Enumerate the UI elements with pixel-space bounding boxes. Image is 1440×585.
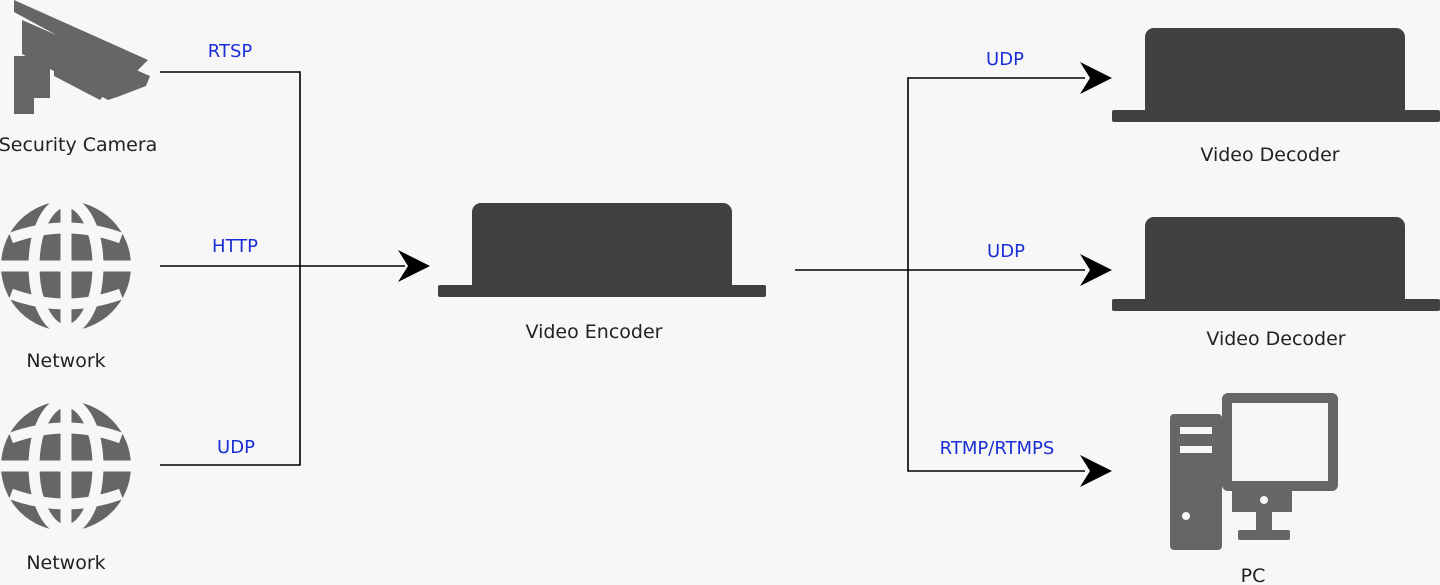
decoder-label-1: Video Decoder — [1200, 144, 1339, 166]
input-connectors — [160, 71, 405, 466]
decoder-label-2: Video Decoder — [1206, 328, 1345, 350]
arrow-head-icon — [1080, 62, 1112, 94]
video-encoder-box-icon — [438, 203, 766, 297]
arrow-head-icon — [1080, 254, 1112, 286]
desktop-pc-icon — [1170, 393, 1338, 550]
globe-icon — [0, 196, 132, 336]
arrow-head-icon — [1080, 455, 1112, 487]
pc-label: PC — [1241, 565, 1266, 585]
security-camera-icon — [14, 0, 150, 114]
output-connectors — [795, 77, 1085, 472]
protocol-label-udp-output-1: UDP — [986, 49, 1024, 70]
video-decoder-box-icon — [1112, 28, 1440, 122]
source-label-security-camera: Security Camera — [0, 134, 157, 156]
protocol-label-http: HTTP — [212, 236, 258, 257]
source-label-network-1: Network — [26, 350, 105, 372]
protocol-label-rtmp-rtmps: RTMP/RTMPS — [940, 438, 1055, 459]
globe-icon — [0, 396, 132, 536]
video-decoder-box-icon — [1112, 217, 1440, 311]
protocol-label-udp-input: UDP — [217, 437, 255, 458]
protocol-label-rtsp: RTSP — [208, 41, 253, 62]
protocol-label-udp-output-2: UDP — [987, 241, 1025, 262]
encoder-label: Video Encoder — [526, 321, 663, 343]
arrow-head-icon — [398, 250, 430, 282]
source-label-network-2: Network — [26, 552, 105, 574]
